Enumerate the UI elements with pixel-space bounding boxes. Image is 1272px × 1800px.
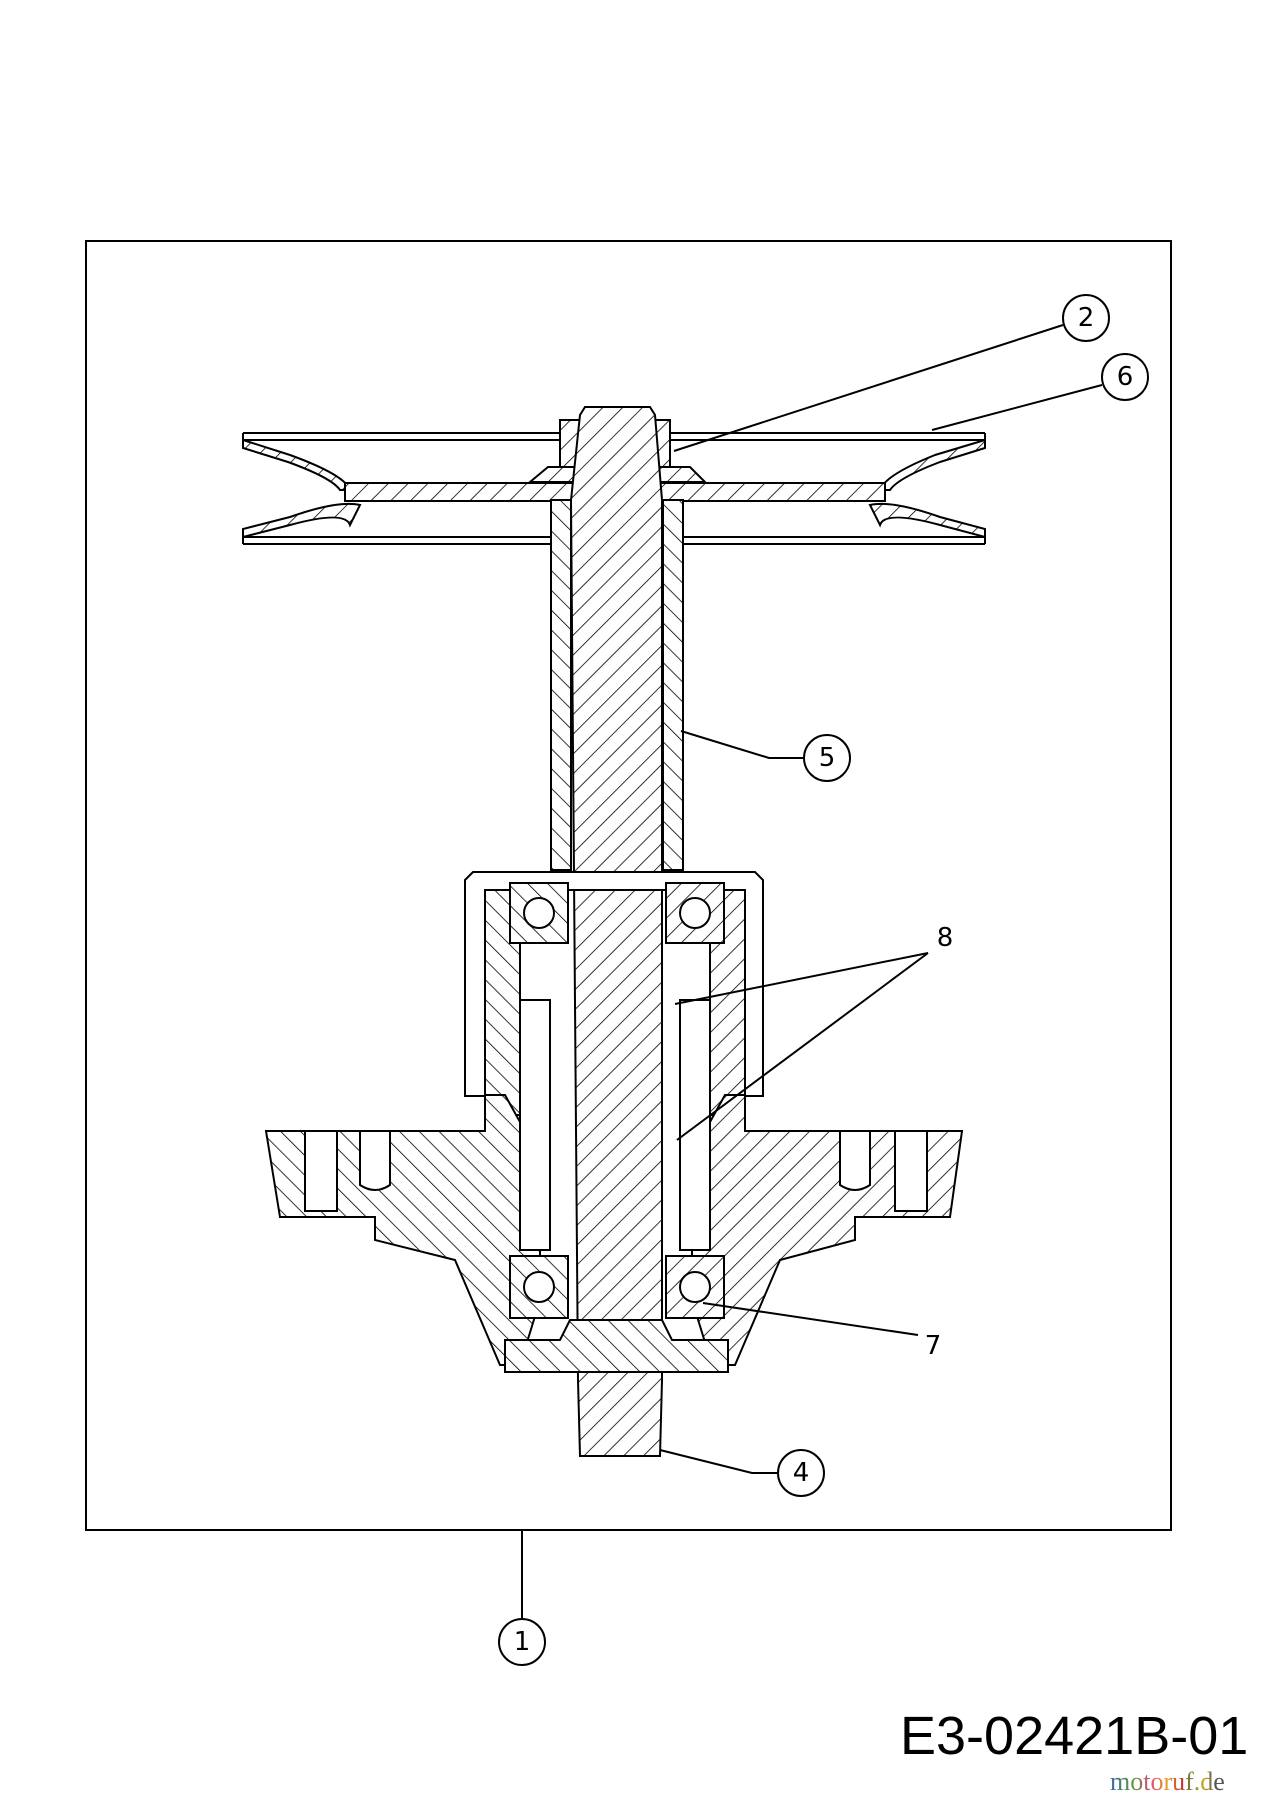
svg-text:4: 4 bbox=[793, 1458, 810, 1488]
callout-6: 6 bbox=[1101, 353, 1149, 401]
svg-text:7: 7 bbox=[925, 1331, 942, 1361]
assembly-frame bbox=[85, 240, 1172, 1531]
svg-text:5: 5 bbox=[819, 743, 836, 773]
svg-text:6: 6 bbox=[1117, 362, 1134, 392]
callout-8: 8 bbox=[937, 923, 954, 953]
drawing-code: E3-02421B-01 bbox=[900, 1706, 1249, 1766]
svg-text:1: 1 bbox=[514, 1627, 531, 1657]
svg-text:8: 8 bbox=[937, 923, 954, 953]
spindle-shaft bbox=[550, 406, 684, 1457]
bearings bbox=[509, 882, 725, 1319]
callout-4: 4 bbox=[777, 1449, 825, 1497]
callout-7: 7 bbox=[925, 1331, 942, 1361]
callout-5: 5 bbox=[803, 734, 851, 782]
watermark-logo: motoruf.de bbox=[1110, 1767, 1225, 1796]
leader-lines bbox=[521, 324, 1103, 1619]
callout-1: 1 bbox=[498, 1618, 546, 1666]
svg-text:2: 2 bbox=[1078, 303, 1095, 333]
bearing-housing bbox=[264, 871, 964, 1373]
callout-2: 2 bbox=[1062, 294, 1110, 342]
